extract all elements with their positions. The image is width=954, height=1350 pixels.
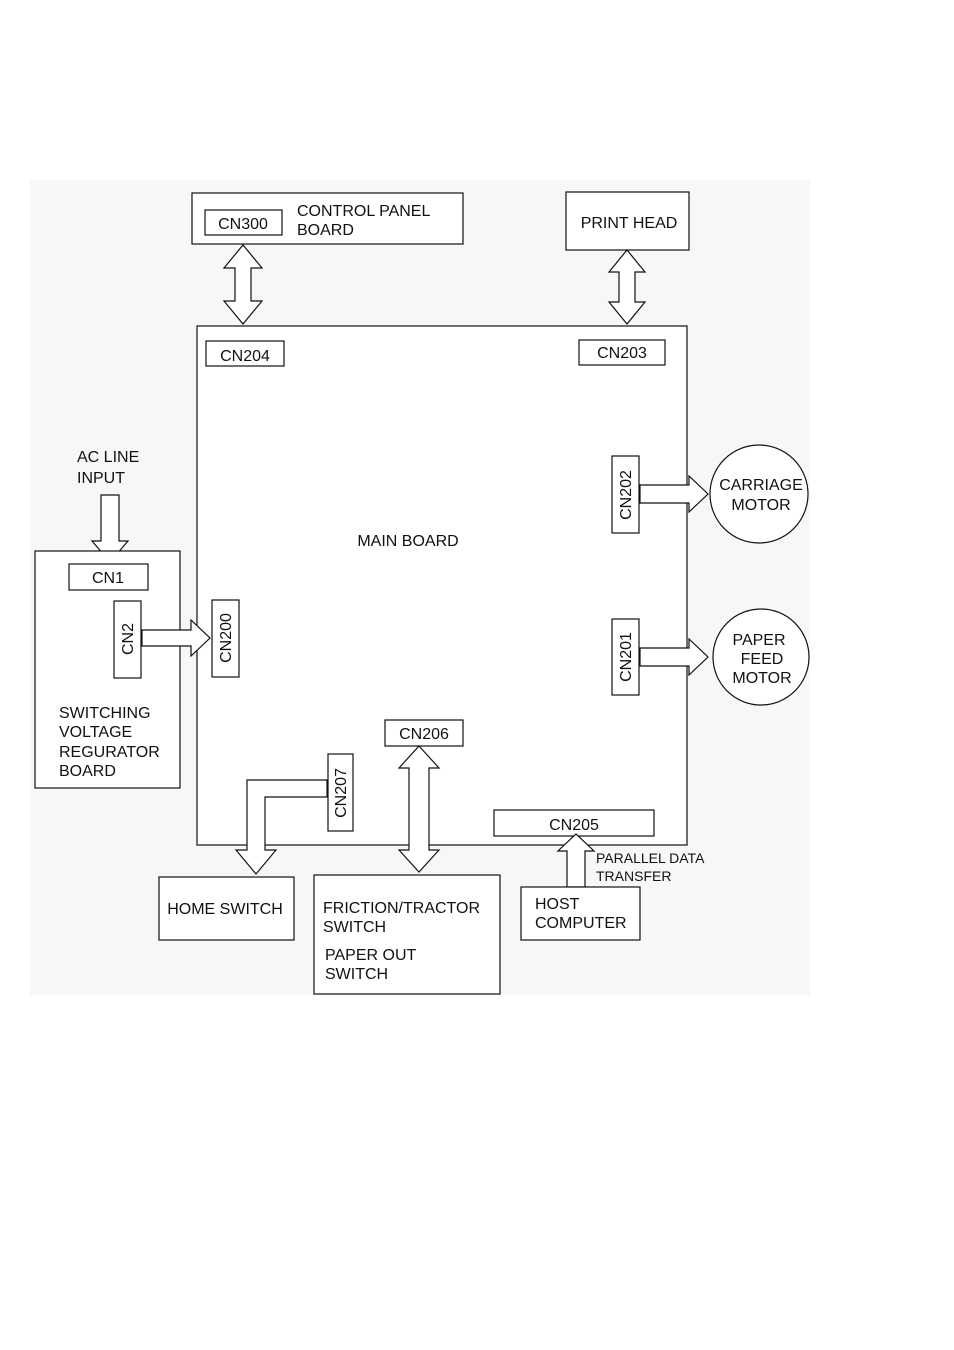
regulator-label-line4: BOARD xyxy=(59,763,116,780)
regulator-label-line1: SWITCHING xyxy=(59,705,151,722)
cn204-label: CN204 xyxy=(220,348,270,365)
paper-out-switch-label-line2: SWITCH xyxy=(325,966,388,983)
cn205-label: CN205 xyxy=(549,817,599,834)
main-board-label: MAIN BOARD xyxy=(357,533,458,550)
regulator-label-line2: VOLTAGE xyxy=(59,724,132,741)
paper-feed-motor-label-line3: MOTOR xyxy=(732,670,791,687)
friction-paper-out-switch-box: FRICTION/TRACTOR SWITCH PAPER OUT SWITCH xyxy=(314,875,500,994)
print-head-label: PRINT HEAD xyxy=(581,215,678,232)
regulator-label-line3: REGURATOR xyxy=(59,744,160,761)
cn201-label: CN201 xyxy=(618,632,635,682)
cn2-label: CN2 xyxy=(120,623,137,655)
cn300-label: CN300 xyxy=(218,216,268,233)
home-switch-box: HOME SWITCH xyxy=(159,877,294,940)
ac-input-label-line1: AC LINE xyxy=(77,449,139,466)
paper-feed-motor-label-line1: PAPER xyxy=(732,632,785,649)
host-computer-box: HOST COMPUTER xyxy=(521,887,640,940)
parallel-data-label-line2: TRANSFER xyxy=(596,868,671,884)
paper-feed-motor: PAPER FEED MOTOR xyxy=(713,609,809,705)
cn200-label: CN200 xyxy=(218,613,235,663)
print-head-box: PRINT HEAD xyxy=(566,192,689,250)
friction-switch-label-line1: FRICTION/TRACTOR xyxy=(323,900,480,917)
switching-regulator-board: CN1 CN2 SWITCHING VOLTAGE REGURATOR BOAR… xyxy=(35,551,180,788)
paper-out-switch-label-line1: PAPER OUT xyxy=(325,947,417,964)
control-panel-label-line2: BOARD xyxy=(297,222,354,239)
parallel-data-label-line1: PARALLEL DATA xyxy=(596,850,705,866)
home-switch-label: HOME SWITCH xyxy=(167,901,283,918)
cn207-label: CN207 xyxy=(333,768,350,818)
main-board: MAIN BOARD CN204 CN203 CN202 CN201 CN200… xyxy=(197,326,687,845)
control-panel-board: CN300 CONTROL PANEL BOARD xyxy=(192,193,463,244)
host-computer-label-line2: COMPUTER xyxy=(535,915,627,932)
control-panel-label-line1: CONTROL PANEL xyxy=(297,203,430,220)
ac-input-label-line2: INPUT xyxy=(77,470,125,487)
friction-switch-label-line2: SWITCH xyxy=(323,919,386,936)
cn203-label: CN203 xyxy=(597,345,647,362)
carriage-motor-label-line1: CARRIAGE xyxy=(719,477,803,494)
host-computer-label-line1: HOST xyxy=(535,896,580,913)
carriage-motor-label-line2: MOTOR xyxy=(731,497,790,514)
cn1-label: CN1 xyxy=(92,570,124,587)
cn202-label: CN202 xyxy=(618,470,635,520)
cn206-label: CN206 xyxy=(399,726,449,743)
paper-feed-motor-label-line2: FEED xyxy=(741,651,784,668)
carriage-motor: CARRIAGE MOTOR xyxy=(710,445,808,543)
